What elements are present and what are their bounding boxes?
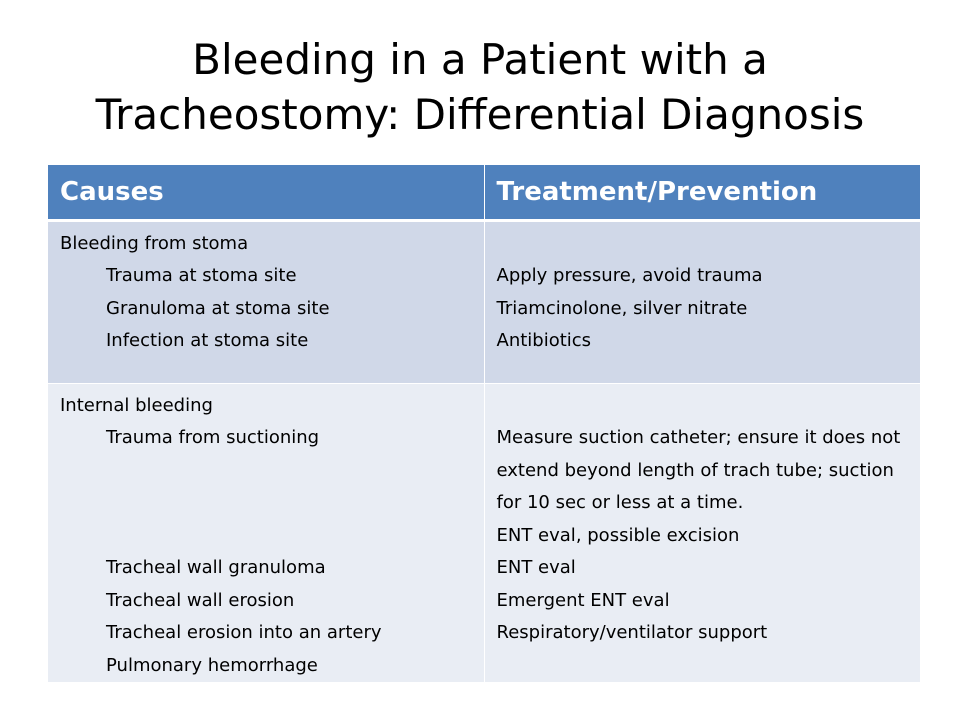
cause-item: Tracheal wall granuloma bbox=[106, 557, 326, 578]
treatment-item: Measure suction catheter; ensure it does… bbox=[496, 427, 901, 513]
table-row: Internal bleeding Trauma from suctioning… bbox=[48, 382, 920, 682]
table-header: Causes Treatment/Prevention bbox=[48, 165, 920, 222]
cause-item: Pulmonary hemorrhage bbox=[106, 654, 318, 676]
causes-cell: Internal bleeding Trauma from suctioning… bbox=[48, 382, 484, 682]
spacer bbox=[60, 487, 474, 520]
treatment-item: Respiratory/ventilator support bbox=[496, 622, 768, 643]
treatment-cell: Measure suction catheter; ensure it does… bbox=[483, 382, 920, 682]
treatment-item: Apply pressure, avoid trauma bbox=[496, 265, 763, 286]
cause-heading: Bleeding from stoma bbox=[60, 232, 249, 254]
spacer bbox=[497, 228, 911, 261]
cause-item: Tracheal erosion into an artery bbox=[106, 622, 382, 643]
cause-item: Trauma at stoma site bbox=[106, 265, 297, 286]
cause-heading: Internal bleeding bbox=[60, 394, 213, 416]
cause-item: Tracheal wall erosion bbox=[106, 589, 295, 611]
spacer bbox=[60, 520, 474, 553]
table-row: Bleeding from stoma Trauma at stoma site… bbox=[48, 220, 920, 383]
treatment-item: ENT eval bbox=[496, 557, 576, 578]
header-treatment-prevention: Treatment/Prevention bbox=[483, 165, 920, 222]
spacer bbox=[60, 455, 474, 488]
causes-cell: Bleeding from stoma Trauma at stoma site… bbox=[48, 220, 484, 383]
slide-title-line-1: Bleeding in a Patient with a bbox=[192, 35, 768, 84]
differential-diagnosis-table: Causes Treatment/Prevention Bleeding fro… bbox=[48, 165, 920, 682]
table-header-row: Causes Treatment/Prevention bbox=[48, 165, 920, 222]
treatment-item: Emergent ENT eval bbox=[496, 589, 670, 611]
treatment-item: Antibiotics bbox=[496, 330, 592, 351]
header-causes: Causes bbox=[48, 165, 484, 222]
slide-title: Bleeding in a Patient with a Tracheostom… bbox=[40, 32, 920, 142]
cause-item: Trauma from suctioning bbox=[106, 427, 320, 448]
treatment-item: Triamcinolone, silver nitrate bbox=[496, 297, 748, 319]
cause-item: Granuloma at stoma site bbox=[106, 297, 330, 319]
spacer bbox=[497, 390, 911, 423]
treatment-cell: Apply pressure, avoid trauma Triamcinolo… bbox=[483, 220, 920, 383]
cause-item: Infection at stoma site bbox=[106, 330, 309, 351]
treatment-item: ENT eval, possible excision bbox=[496, 524, 740, 546]
slide-title-line-2: Tracheostomy: Differential Diagnosis bbox=[95, 90, 865, 139]
